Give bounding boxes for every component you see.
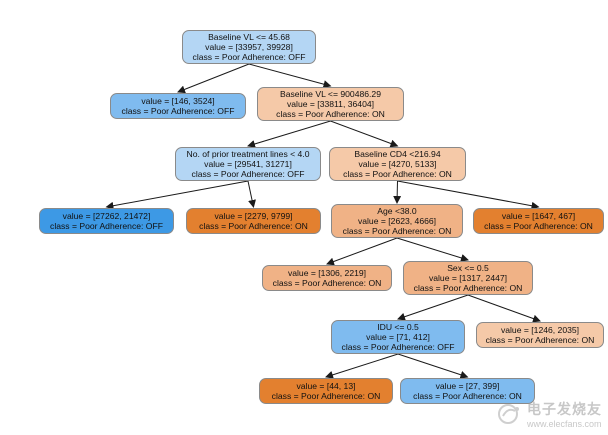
watermark-text-group: 电子发烧友 www.elecfans.com [527, 399, 602, 429]
tree-node-n1: value = [146, 3524]class = Poor Adherenc… [110, 93, 246, 119]
node-text-line: value = [1317, 2447] [428, 273, 508, 283]
tree-edge-n3-n5 [105, 180, 249, 210]
watermark-url: www.elecfans.com [527, 419, 602, 429]
node-text-line: class = Poor Adherence: ON [343, 169, 452, 179]
node-text-line: IDU <= 0.5 [377, 322, 419, 332]
node-text-line: value = [1306, 2219] [287, 268, 367, 278]
tree-edge-n3-n6 [247, 180, 256, 208]
tree-node-n8: value = [1647, 467]class = Poor Adherenc… [473, 208, 604, 234]
node-text-line: class = Poor Adherence: OFF [191, 169, 305, 179]
tree-edge-n2-n4 [330, 120, 399, 148]
tree-edges [105, 63, 541, 379]
tree-edge-n4-n8 [397, 180, 540, 210]
node-text-line: class = Poor Adherence: OFF [341, 342, 455, 352]
tree-edge-n4-n7 [393, 180, 402, 204]
node-text-line: class = Poor Adherence: ON [413, 283, 523, 293]
node-text-line: value = [27262, 21472] [62, 211, 151, 221]
node-text-line: value = [2623, 4666] [357, 216, 437, 226]
tree-edge-n11-n13 [325, 353, 399, 379]
node-text-line: value = [1246, 2035] [500, 325, 580, 335]
node-text-line: value = [27, 399] [435, 381, 500, 391]
node-text-line: value = [33957, 39928] [205, 42, 293, 52]
node-text-line: value = [1647, 467] [501, 211, 576, 221]
tree-edge-n0-n2 [248, 63, 332, 89]
node-text-line: class = Poor Adherence: ON [272, 278, 382, 288]
watermark-logo-icon [498, 404, 519, 424]
node-text-line: Sex <= 0.5 [447, 263, 489, 273]
node-text-line: value = [29541, 31271] [204, 159, 292, 169]
node-text-line: class = Poor Adherence: ON [413, 391, 522, 401]
tree-node-n9: value = [1306, 2219]class = Poor Adheren… [262, 265, 392, 291]
tree-edge-n11-n14 [397, 353, 469, 379]
tree-edge-n10-n12 [467, 294, 541, 323]
tree-edge-n10-n11 [397, 294, 469, 321]
tree-node-n6: value = [2279, 9799]class = Poor Adheren… [186, 208, 321, 234]
node-text-line: class = Poor Adherence: OFF [50, 221, 163, 231]
node-text-line: value = [146, 3524] [141, 96, 215, 106]
tree-node-n5: value = [27262, 21472]class = Poor Adher… [39, 208, 174, 234]
node-text-line: class = Poor Adherence: OFF [192, 52, 306, 62]
node-text-line: value = [4270, 5133] [358, 159, 437, 169]
node-text-line: Baseline CD4 <216.94 [354, 149, 441, 159]
node-text-line: Baseline VL <= 45.68 [208, 32, 290, 42]
node-text-line: value = [33811, 36404] [286, 99, 375, 109]
node-text-line: class = Poor Adherence: ON [276, 109, 385, 119]
tree-edge-n0-n1 [177, 63, 250, 94]
watermark-text: 电子发烧友 [527, 401, 602, 417]
node-text-line: Baseline VL <= 900486.29 [280, 89, 381, 99]
watermark: 电子发烧友 www.elecfans.com [497, 399, 602, 429]
node-text-line: value = [71, 412] [366, 332, 430, 342]
node-text-line: class = Poor Adherence: ON [485, 335, 595, 345]
tree-edge-n2-n3 [247, 120, 331, 148]
node-text-line: No. of prior treatment lines < 4.0 [186, 149, 310, 159]
tree-node-n12: value = [1246, 2035]class = Poor Adheren… [476, 322, 604, 348]
node-text-line: class = Poor Adherence: OFF [121, 106, 235, 116]
tree-edge-n7-n9 [326, 237, 398, 266]
tree-edge-n7-n10 [396, 237, 469, 262]
node-text-line: class = Poor Adherence: ON [484, 221, 593, 231]
node-text-line: class = Poor Adherence: ON [199, 221, 308, 231]
node-text-line: class = Poor Adherence: ON [271, 391, 381, 401]
node-text-line: value = [2279, 9799] [214, 211, 293, 221]
tree-node-n14: value = [27, 399]class = Poor Adherence:… [400, 378, 535, 404]
tree-node-n13: value = [44, 13]class = Poor Adherence: … [259, 378, 393, 404]
node-text-line: class = Poor Adherence: ON [342, 226, 452, 236]
node-text-line: Age <38.0 [377, 206, 417, 216]
node-text-line: value = [44, 13] [296, 381, 356, 391]
